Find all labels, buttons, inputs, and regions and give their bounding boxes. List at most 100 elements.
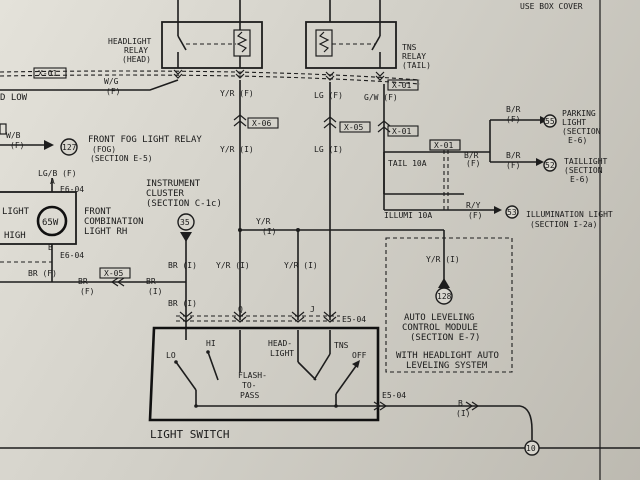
taillight-ref-1: TAILLIGHT bbox=[564, 157, 608, 166]
front-combo-ref-1: FRONT bbox=[84, 207, 112, 217]
headlight-relay: HEADLIGHT RELAY (HEAD) bbox=[108, 0, 263, 69]
switch-flash-1: FLASH- bbox=[238, 371, 267, 380]
wire-yr-i-left: Y/R (I) bbox=[216, 261, 250, 270]
tag-e6-04-top: E6-04 bbox=[60, 185, 84, 194]
tns-relay: TNS RELAY (TAIL) bbox=[305, 0, 431, 70]
switch-lo-label: LO bbox=[166, 351, 176, 360]
illumination-ref-2: (SECTION I-2a) bbox=[530, 220, 597, 229]
front-combo-ref-2: COMBINATION bbox=[84, 217, 144, 227]
headlight-relay-label-2: RELAY bbox=[124, 46, 148, 55]
svg-text:52: 52 bbox=[545, 161, 555, 170]
fog-relay-ref: 127 FRONT FOG LIGHT RELAY (FOG) (SECTION… bbox=[0, 123, 202, 163]
wire-br-tail-1: B/R bbox=[464, 151, 479, 160]
ground-wire: E5-04 B (I) 10 bbox=[0, 391, 640, 456]
svg-text:X-01: X-01 bbox=[38, 69, 57, 78]
instrument-ref-1: INSTRUMENT bbox=[146, 179, 201, 189]
svg-text:127: 127 bbox=[62, 143, 77, 152]
auto-level-ref-1: AUTO LEVELING bbox=[404, 313, 474, 323]
wire-wb-2: (F) bbox=[10, 141, 24, 150]
tag-x01-right: X-01 bbox=[387, 79, 419, 91]
tail-outputs: B/R (F) B/R (F) B/R (F) R/Y (F) bbox=[464, 105, 548, 220]
connector-52: 52 bbox=[543, 158, 557, 172]
wire-gw-f-label: G/W (F) bbox=[364, 93, 398, 102]
tns-relay-label-3: (TAIL) bbox=[402, 61, 431, 70]
tag-x05-left: X-05 bbox=[99, 267, 131, 279]
wire-j-label: J bbox=[310, 305, 315, 314]
taillight-ref-3: E-6) bbox=[570, 175, 589, 184]
parking-ref-2: LIGHT bbox=[562, 118, 586, 127]
with-auto-ref-2: LEVELING SYSTEM bbox=[406, 361, 488, 371]
parking-ref-4: E-6) bbox=[568, 136, 587, 145]
instrument-ref-3: (SECTION C-1c) bbox=[146, 199, 222, 209]
switch-tns-label: TNS bbox=[334, 341, 349, 350]
tag-x01-mid: X-01 bbox=[387, 125, 419, 137]
connector-128: 128 bbox=[435, 287, 453, 305]
svg-text:53: 53 bbox=[507, 208, 517, 217]
wire-yr-i-top-2: (I) bbox=[262, 227, 276, 236]
wire-br-tail-2: (F) bbox=[466, 159, 480, 168]
tag-e5-04-bot: E5-04 bbox=[382, 391, 406, 400]
wire-lgb-1: LG/B (F) bbox=[38, 169, 77, 178]
tag-x01-fuse: X-01 bbox=[434, 141, 453, 150]
light-fragment-label: LIGHT bbox=[2, 207, 30, 217]
parking-ref-1: PARKING bbox=[562, 109, 596, 118]
fuse-illumi-label: ILLUMI 10A bbox=[384, 211, 432, 220]
svg-text:X-06: X-06 bbox=[252, 119, 271, 128]
tag-x05-mid: X-05 bbox=[339, 121, 371, 133]
wire-br-f-left: BR (F) bbox=[28, 269, 57, 278]
wire-lgb-2: A bbox=[50, 177, 55, 186]
wire-br-park-2: (F) bbox=[506, 115, 520, 124]
wire-br-i-mid-2: (I) bbox=[148, 287, 162, 296]
connector-55-park: 55 bbox=[543, 114, 557, 128]
light-switch: LO HI FLASH- TO- PASS HEAD- LIGHT TNS OF… bbox=[148, 326, 380, 441]
wire-br-i-switch: BR (I) bbox=[168, 299, 197, 308]
instrument-ref-2: CLUSTER bbox=[146, 189, 185, 199]
bulb-watt-label: 65W bbox=[42, 218, 59, 228]
wire-lg-f-label: LG (F) bbox=[314, 91, 343, 100]
svg-text:10: 10 bbox=[526, 444, 536, 453]
switch-headlight-1: HEAD- bbox=[268, 339, 292, 348]
headlight-relay-label-1: HEADLIGHT bbox=[108, 37, 152, 46]
front-combination-light: LIGHT HIGH 65W LG/B (F) A E6-04 E6-04 B … bbox=[0, 169, 144, 282]
wire-br-tail2-1: B/R bbox=[506, 151, 521, 160]
headlight-relay-label-3: (HEAD) bbox=[122, 55, 151, 64]
fog-ref-2: (FOG) bbox=[92, 145, 116, 154]
light-switch-title: LIGHT SWITCH bbox=[150, 428, 229, 441]
taillight-ref-2: (SECTION bbox=[564, 166, 603, 175]
auto-leveling-section: Y/R (I) 128 AUTO LEVELING CONTROL MODULE… bbox=[385, 237, 513, 373]
wire-yr-i-module: Y/R (I) bbox=[426, 255, 460, 264]
wire-br-i-down: BR (I) bbox=[168, 261, 197, 270]
wire-b-ground-2: (I) bbox=[456, 409, 470, 418]
front-combo-ref-3: LIGHT RH bbox=[84, 227, 127, 237]
wire-q-label: Q bbox=[238, 305, 243, 314]
fog-ref-1: FRONT FOG LIGHT RELAY bbox=[88, 135, 202, 145]
high-fragment-label: HIGH bbox=[4, 231, 26, 241]
switch-off-label: OFF bbox=[352, 351, 367, 360]
svg-text:55: 55 bbox=[545, 117, 555, 126]
connector-10: 10 bbox=[524, 440, 540, 456]
wire-br-f-mid-2: (F) bbox=[80, 287, 94, 296]
svg-text:128: 128 bbox=[437, 292, 452, 301]
tns-relay-label-1: TNS bbox=[402, 43, 417, 52]
svg-text:X-01: X-01 bbox=[392, 81, 411, 90]
wire-br-tail2-2: (F) bbox=[506, 161, 520, 170]
svg-text:X-05: X-05 bbox=[344, 123, 363, 132]
auto-level-ref-2: CONTROL MODULE bbox=[402, 323, 478, 333]
wire-wg-1: W/G bbox=[104, 77, 119, 86]
wire-b-lower: B bbox=[48, 243, 53, 252]
d-low-label: D LOW bbox=[0, 93, 28, 103]
switch-flash-3: PASS bbox=[240, 391, 259, 400]
relay-connector-row bbox=[0, 69, 421, 85]
with-auto-ref-1: WITH HEADLIGHT AUTO bbox=[396, 351, 499, 361]
tag-e5-04-top: E5-04 bbox=[342, 315, 366, 324]
wire-yr-i-label: Y/R (I) bbox=[220, 145, 254, 154]
wire-ry-2: (F) bbox=[468, 211, 482, 220]
tag-e6-04-bot: E6-04 bbox=[60, 251, 84, 260]
wire-lg-i-label: LG (I) bbox=[314, 145, 343, 154]
illumination-ref-1: ILLUMINATION LIGHT bbox=[526, 210, 613, 219]
wire-yr-i-top-1: Y/R bbox=[256, 217, 271, 226]
connector-35: 35 bbox=[177, 213, 195, 231]
tag-x06: X-06 bbox=[247, 117, 279, 129]
